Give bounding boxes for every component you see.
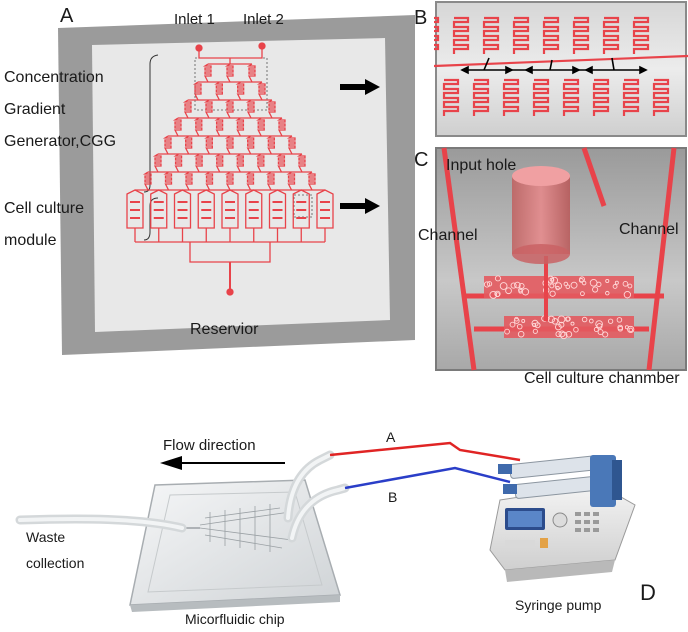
input-hole-cylinder <box>512 166 570 264</box>
panel-b-zoom-illustration <box>434 1 688 137</box>
cells <box>483 275 635 340</box>
input-hole-label: Input hole <box>446 157 517 174</box>
channel-right-label: Channel <box>619 221 679 238</box>
reservoir-label: Reservior <box>190 321 259 338</box>
panel-c-chamber-illustration <box>435 147 687 371</box>
cgg-channel-network <box>126 42 334 296</box>
panel-a: A Inlet 1 Inlet 2 Concentration Gradient… <box>0 0 420 360</box>
cgg-label-line3: Generator,CGG <box>4 133 117 150</box>
cgg-bracket <box>143 54 159 193</box>
pump-label: Syringe pump <box>515 597 602 613</box>
panel-b: B <box>414 0 688 140</box>
panel-a-letter: A <box>60 5 74 27</box>
waste-label-line1: Waste <box>26 529 66 545</box>
tube-a-label: A <box>386 429 396 445</box>
panel-d: Flow direction A B Waste collection Mico… <box>0 400 688 632</box>
chip-label: Micorfluidic chip <box>185 611 285 627</box>
tube-b <box>344 466 511 490</box>
inlet-1-label: Inlet 1 <box>174 11 215 28</box>
chamber-label: Cell culture chanmber <box>524 370 680 387</box>
inlet-2-label: Inlet 2 <box>243 11 284 28</box>
panel-c: C Input hole Channel Channel Cell cultur… <box>414 146 688 392</box>
syringe-pump-icon <box>489 455 636 582</box>
cgg-label-line2: Gradient <box>4 101 66 118</box>
panel-c-letter: C <box>414 149 429 171</box>
panel-a-chip-illustration <box>58 15 415 355</box>
tube-a <box>329 441 521 462</box>
ccm-label-line2: module <box>4 232 57 249</box>
culture-bracket <box>143 197 159 241</box>
channel-left-label: Channel <box>418 227 478 244</box>
arrow-right-icon <box>340 79 380 95</box>
chip-face <box>92 38 390 332</box>
tube-b-label: B <box>388 489 398 505</box>
flow-arrows <box>460 57 648 75</box>
arrow-right-icon <box>340 198 380 214</box>
cgg-label-line1: Concentration <box>4 69 104 86</box>
ccm-label-line1: Cell culture <box>4 200 85 217</box>
waste-label-line2: collection <box>26 555 85 571</box>
panel-d-setup-illustration <box>15 441 636 612</box>
flow-direction-label: Flow direction <box>163 437 256 454</box>
arrow-left-icon <box>160 456 285 470</box>
panel-d-letter: D <box>640 580 656 605</box>
serpentine-channels <box>434 16 688 116</box>
panel-b-letter: B <box>414 7 428 29</box>
